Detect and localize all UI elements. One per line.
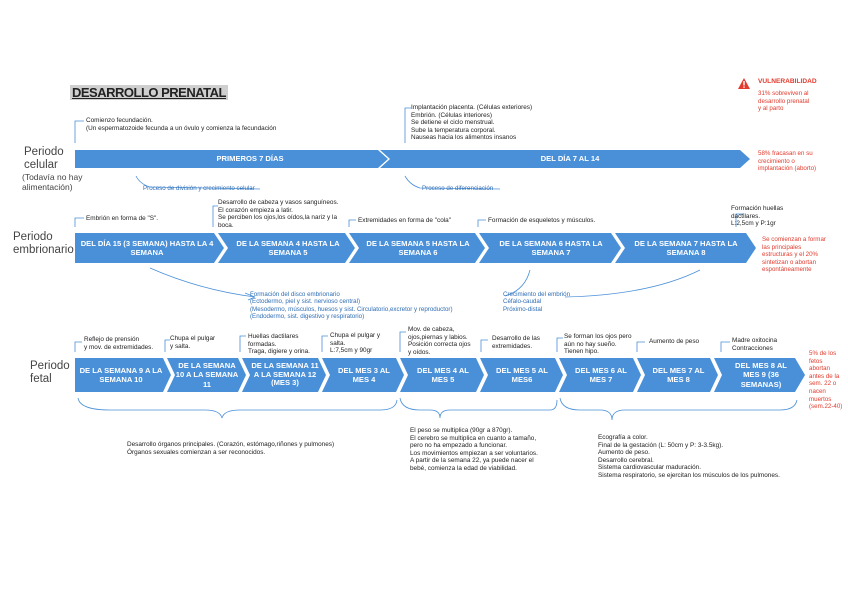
- fetal-bottom-1: Desarrollo órganos principales. (Corazón…: [127, 441, 335, 456]
- celular-label: Periodo celular: [24, 146, 64, 171]
- fetal-note-4: Chupa el pulgar y salta. L:7,5cm y 90gr: [330, 332, 381, 355]
- fetal-note-6: Desarrollo de las extremidades.: [492, 335, 540, 350]
- embrionario-segment-1: DEL DÍA 15 (3 SEMANA) HASTA LA 4 SEMANA: [80, 238, 214, 258]
- embrionario-segment-5: DE LA SEMANA 7 HASTA LA SEMANA 8: [634, 238, 738, 258]
- fetal-segment-1: DE LA SEMANA 9 A LA SEMANA 10: [79, 365, 163, 385]
- celular-sublabel: (Todavía no hay alimentación): [22, 172, 83, 192]
- celular-note-1: Comienzo fecundación. (Un espermatozoide…: [86, 117, 277, 132]
- fetal-risk: 5% de los fetos abortan antes de la sem.…: [809, 350, 843, 411]
- fetal-arrow: [75, 358, 805, 392]
- celular-below-2: Proceso de diferenciación: [422, 185, 494, 192]
- vulnerability-title: VULNERABILIDAD: [758, 78, 817, 85]
- vulnerability-text: 31% sobreviven al desarrollo prenatal y …: [758, 90, 810, 113]
- celular-segment-1: PRIMEROS 7 DÍAS: [216, 154, 284, 164]
- fetal-note-5: Mov. de cabeza, ojos,piernas y labios. P…: [408, 326, 471, 356]
- page-title: DESARROLLO PRENATAL: [70, 85, 228, 100]
- fetal-note-2: Chupa el pulgar y salta.: [170, 335, 216, 350]
- fetal-segment-3: DE LA SEMANA 11 A LA SEMANA 12 (MES 3): [251, 361, 319, 388]
- fetal-note-1: Reflejo de prensión y mov. de extremidad…: [84, 336, 154, 351]
- embrionario-note-4: Formación de esqueletos y músculos.: [488, 217, 596, 224]
- fetal-note-8: Aumento de peso: [649, 338, 700, 345]
- embrionario-note-5: Formación huellas dactilares. L:2,5cm y …: [731, 205, 784, 228]
- embrionario-label: Periodo embrionario: [13, 231, 74, 256]
- fetal-note-7: Se forman los ojos pero aún no hay sueño…: [564, 333, 632, 356]
- embrionario-below-1: Formación del disco embrionario (Ectoder…: [250, 291, 453, 321]
- fetal-bottom-3: Ecografía a color. Final de la gestación…: [598, 434, 780, 479]
- fetal-note-9: Madre oxitocina Contracciones: [732, 337, 778, 352]
- celular-note-2: Implantación placenta. (Células exterior…: [411, 104, 533, 142]
- celular-below-1: Proceso de división y crecimiento celula…: [143, 185, 255, 192]
- embrionario-risk: Se comienzan a formar las principales es…: [762, 236, 826, 274]
- fetal-segment-9: DEL MES 8 AL MES 9 (36 SEMANAS): [735, 360, 787, 389]
- embrionario-segment-3: DE LA SEMANA 5 HASTA LA SEMANA 6: [366, 238, 470, 258]
- celular-arrow: [75, 150, 750, 168]
- embrionario-note-3: Extremidades en forma de "cola": [358, 217, 451, 224]
- embrionario-segment-2: DE LA SEMANA 4 HASTA LA SEMANA 5: [236, 238, 340, 258]
- embrionario-note-2: Desarrollo de cabeza y vasos sanguíneos.…: [218, 199, 339, 229]
- celular-segment-2: DEL DÍA 7 AL 14: [540, 154, 600, 164]
- warning-icon: [738, 78, 750, 89]
- embrionario-segment-4: DE LA SEMANA 6 HASTA LA SEMANA 7: [499, 238, 603, 258]
- embrionario-note-1: Embrión en forma de "S".: [86, 215, 159, 222]
- embrionario-arrow: [75, 233, 756, 263]
- embrionario-below-2: Crecimiento del embrión Céfalo-caudal Pr…: [503, 291, 571, 313]
- fetal-segment-4: DEL MES 3 AL MES 4: [338, 365, 390, 385]
- fetal-segment-2: DE LA SEMANA 10 A LA SEMANA 11: [175, 360, 239, 389]
- fetal-note-3: Huellas dactilares formadas. Traga, digi…: [248, 333, 310, 356]
- fetal-bottom-2: El peso se multiplica (90gr a 870gr). El…: [410, 427, 538, 472]
- fetal-segment-7: DEL MES 6 AL MES 7: [575, 365, 627, 385]
- celular-risk: 58% fracasan en su crecimiento o implant…: [758, 150, 817, 173]
- fetal-segment-6: DEL MES 5 AL MES6: [496, 365, 548, 385]
- fetal-segment-5: DEL MES 4 AL MES 5: [417, 365, 469, 385]
- fetal-segment-8: DEL MES 7 AL MES 8: [652, 365, 705, 385]
- fetal-label: Periodo fetal: [30, 360, 70, 385]
